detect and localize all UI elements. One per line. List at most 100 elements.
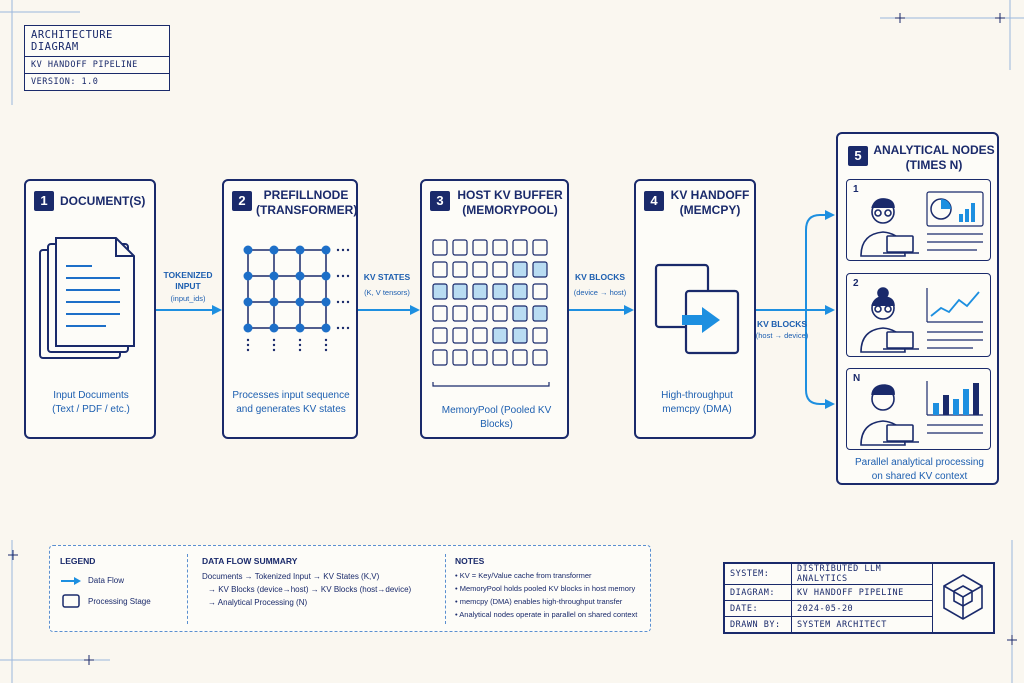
flow-sub-1: (input_ids)	[170, 294, 206, 303]
stage-number: 3	[430, 191, 450, 211]
kv-block-cell	[452, 305, 468, 322]
title-block: SYSTEM:DISTRIBUTED LLM ANALYTICS DIAGRAM…	[723, 562, 995, 634]
flow-label-2: KV STATES	[363, 272, 411, 282]
kv-block-cell	[492, 283, 508, 300]
stage-number: 2	[232, 191, 252, 211]
kv-block-cell	[492, 261, 508, 278]
kv-block-cell	[512, 261, 528, 278]
kv-block-cell	[472, 239, 488, 256]
info-panel: LEGEND Data Flow Processing Stage DATA F…	[49, 545, 651, 632]
kv-block-cell	[432, 305, 448, 322]
kv-block-cell	[452, 239, 468, 256]
note-item: • Analytical nodes operate in parallel o…	[455, 610, 638, 619]
header-box: ARCHITECTURE DIAGRAM KV HANDOFF PIPELINE…	[24, 25, 170, 91]
kv-block-cell	[532, 261, 548, 278]
analytical-node-1: 1	[846, 179, 991, 261]
flow-sub-2: (K, V tensors)	[364, 288, 410, 297]
note-item: • KV = Key/Value cache from transformer	[455, 571, 592, 580]
stage-number: 1	[34, 191, 54, 211]
kv-block-cell	[472, 283, 488, 300]
branch-top	[805, 214, 828, 310]
kv-block-cell	[432, 283, 448, 300]
analytical-node-n: N	[846, 368, 991, 450]
notes: NOTES • KV = Key/Value cache from transf…	[455, 556, 645, 621]
arrow-icon	[61, 576, 81, 585]
kv-block-cell	[472, 261, 488, 278]
kv-block-cell	[512, 239, 528, 256]
node-index: 1	[853, 184, 859, 195]
stage-number: 5	[848, 146, 868, 166]
title-block-row: SYSTEM:DISTRIBUTED LLM ANALYTICS	[724, 563, 994, 633]
kv-block-cell	[532, 327, 548, 344]
branch-bottom	[805, 310, 828, 405]
legend: LEGEND Data Flow Processing Stage	[60, 556, 180, 608]
kv-block-cell	[492, 239, 508, 256]
stage-box-icon	[62, 594, 80, 608]
kv-block-cell	[492, 327, 508, 344]
bar-chart-icon	[926, 381, 983, 416]
summary-title: DATA FLOW SUMMARY	[202, 556, 298, 566]
transformer-grid-icon	[243, 245, 350, 352]
stage-analytical-nodes: 5 ANALYTICAL NODES(TIMES N) 1	[836, 132, 999, 485]
kv-block-cell	[512, 283, 528, 300]
kv-block-cell	[452, 327, 468, 344]
line-chart-icon	[926, 288, 983, 323]
kv-block-cell	[532, 283, 548, 300]
kv-block-cell	[452, 349, 468, 366]
stage-title: ANALYTICAL NODES(TIMES N)	[873, 143, 995, 172]
kv-block-cell	[432, 239, 448, 256]
stage-title: DOCUMENT(S)	[60, 194, 146, 208]
kv-block-cell	[532, 349, 548, 366]
memory-pool-grid-icon	[432, 239, 550, 387]
analytical-node-2: 2	[846, 273, 991, 357]
legend-item-stage: Processing Stage	[60, 594, 180, 608]
kv-block-cell	[452, 283, 468, 300]
stage-caption: Input Documents(Text / PDF / etc.)	[52, 390, 130, 415]
diagram-title: ARCHITECTURE DIAGRAM	[25, 26, 169, 57]
kv-block-cell	[512, 327, 528, 344]
analyst-person-icon	[860, 287, 919, 353]
flow-label-3: KV BLOCKS	[574, 272, 626, 282]
analyst-person-icon	[860, 198, 919, 257]
notes-title: NOTES	[455, 556, 485, 566]
diagram-version: VERSION: 1.0	[31, 77, 99, 87]
kv-block-cell	[472, 305, 488, 322]
diagram-subtitle: KV HANDOFF PIPELINE	[25, 57, 169, 74]
data-flow-summary: DATA FLOW SUMMARY Documents → Tokenized …	[202, 556, 442, 609]
title-block-row: DRAWN BY:SYSTEM ARCHITECT	[724, 616, 994, 633]
flow-sub-3: (device → host)	[573, 288, 627, 297]
stage-host-kv-buffer: 3 HOST KV BUFFER(MEMORYPOOL) MemoryPool …	[420, 179, 569, 439]
stage-caption: MemoryPool (Pooled KV Blocks)	[441, 405, 552, 430]
flow-label-4: KV BLOCKS	[756, 319, 808, 329]
legend-title: LEGEND	[60, 556, 96, 566]
kv-block-cell	[492, 305, 508, 322]
stage-title: PREFILLNODE(TRANSFORMER)	[256, 188, 358, 217]
stage-prefillnode: 2 PREFILLNODE(TRANSFORMER) Processe	[222, 179, 358, 439]
kv-block-cell	[532, 305, 548, 322]
stage-title: HOST KV BUFFER(MEMORYPOOL)	[457, 188, 563, 217]
kv-block-cell	[492, 349, 508, 366]
cube-logo-icon	[932, 563, 994, 633]
stage-title: KV HANDOFF(MEMCPY)	[670, 188, 750, 217]
memcpy-icon	[654, 263, 740, 355]
kv-block-cell	[432, 349, 448, 366]
note-item: • memcpy (DMA) enables high-throughput t…	[455, 597, 623, 606]
kv-block-cell	[512, 349, 528, 366]
node-index: N	[853, 373, 861, 384]
title-block-row: DATE:2024-05-20	[724, 600, 994, 617]
kv-block-cell	[512, 305, 528, 322]
kv-block-cell	[532, 239, 548, 256]
kv-block-cell	[432, 327, 448, 344]
stage-number: 4	[644, 191, 664, 211]
pie-chart-icon	[926, 191, 984, 227]
document-stack-icon	[39, 237, 135, 359]
kv-block-cell	[432, 261, 448, 278]
legend-item-flow: Data Flow	[60, 574, 180, 587]
